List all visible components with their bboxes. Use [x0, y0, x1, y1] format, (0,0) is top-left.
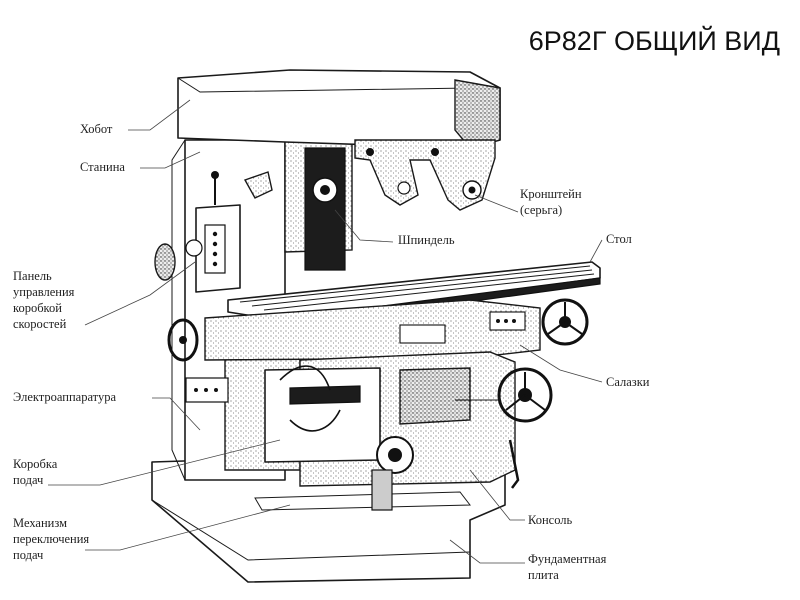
table-handwheel: [541, 298, 589, 346]
label-shift-mech-line1: Механизм: [13, 516, 67, 530]
speed-box-control-panel: [154, 171, 273, 293]
electrical-equipment: [185, 377, 229, 403]
label-panel-line3: коробкой: [13, 301, 62, 315]
label-panel-line4: скоростей: [13, 317, 67, 331]
label-saddle: Салазки: [606, 375, 650, 389]
overarm: [177, 69, 501, 149]
saddle: [204, 299, 541, 361]
label-base-line2: плита: [528, 568, 559, 582]
left-handwheel: [167, 318, 199, 362]
label-base-line1: Фундаментная: [528, 552, 607, 566]
label-feed-box-line2: подач: [13, 473, 43, 487]
label-bracket-line1: Кронштейн: [520, 187, 582, 201]
label-panel-line1: Панель: [13, 269, 52, 283]
knee-handwheel: [455, 367, 553, 489]
feed-box: [264, 365, 414, 511]
label-panel-line2: управления: [13, 285, 75, 299]
slide-title: 6Р82Г ОБЩИЙ ВИД: [528, 26, 780, 56]
label-feed-box-line1: Коробка: [13, 457, 58, 471]
label-electrical: Электроаппаратура: [13, 390, 116, 404]
label-knee: Консоль: [528, 513, 573, 527]
arbor-bracket: [354, 139, 496, 211]
label-shift-mech-line3: подач: [13, 548, 43, 562]
label-table: Стол: [606, 232, 632, 246]
label-shift-mech-line2: переключения: [13, 532, 89, 546]
label-spindle: Шпиндель: [398, 233, 455, 247]
label-column: Станина: [80, 160, 125, 174]
label-bracket-line2: (серьга): [520, 203, 562, 217]
leader-lines: [48, 99, 603, 564]
label-overarm: Хобот: [80, 122, 113, 136]
spindle: [304, 147, 346, 271]
